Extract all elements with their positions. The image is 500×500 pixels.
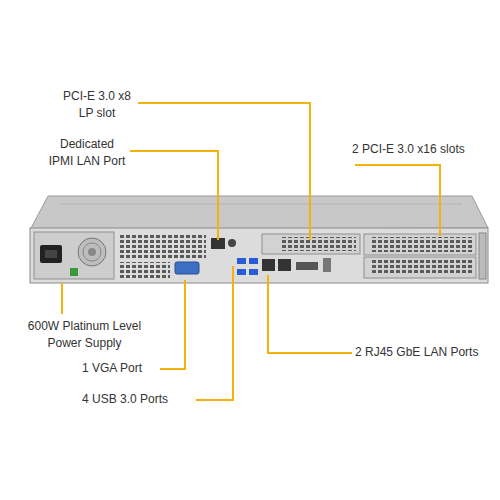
- vga-port: [175, 262, 199, 274]
- x16-slot-vent: [370, 237, 472, 252]
- leader-line: [160, 280, 185, 369]
- usb-port: [249, 258, 258, 264]
- rear-vent: [118, 234, 206, 260]
- misc-connector: [323, 258, 331, 272]
- rack-ear: [479, 233, 486, 279]
- lp-slot-vent: [280, 237, 356, 251]
- callout-label: 4 USB 3.0 Ports: [82, 391, 197, 408]
- leader-line: [355, 165, 440, 236]
- uid-button: [228, 239, 236, 247]
- lid-seam: [60, 204, 462, 205]
- leader-line: [196, 266, 233, 400]
- rear-vent: [118, 262, 170, 278]
- psu-fan: [78, 238, 106, 266]
- callout-label: Dedicated IPMI LAN Port: [46, 136, 128, 171]
- x16-slot: [364, 234, 476, 255]
- power-socket: [40, 245, 62, 263]
- callout-label: 2 RJ45 GbE LAN Ports: [355, 344, 495, 361]
- chassis-lid: [30, 196, 488, 230]
- callout-label: 600W Platinum Level Power Supply: [22, 318, 147, 353]
- x16-slot-vent: [370, 260, 472, 275]
- lan-port: [262, 259, 275, 271]
- usb-port: [237, 269, 246, 275]
- callout-label: 1 VGA Port: [82, 360, 162, 377]
- chassis-back: [30, 228, 488, 283]
- misc-connector: [296, 262, 318, 270]
- psu-led: [70, 268, 78, 276]
- usb-port: [249, 269, 258, 275]
- power-socket-pins: [45, 250, 57, 258]
- power-supply: [34, 232, 114, 279]
- callout-label: 2 PCI-E 3.0 x16 slots: [352, 141, 500, 158]
- psu-fan-hub: [88, 248, 96, 256]
- leader-line: [61, 283, 63, 314]
- lan-port: [278, 259, 291, 271]
- leader-line: [138, 103, 310, 240]
- usb-port: [237, 258, 246, 264]
- leader-line: [268, 275, 352, 353]
- x16-slot: [364, 257, 476, 278]
- psu-fan-grille: [83, 243, 101, 261]
- callout-label: PCI-E 3.0 x8 LP slot: [56, 88, 138, 123]
- leader-line: [130, 151, 218, 240]
